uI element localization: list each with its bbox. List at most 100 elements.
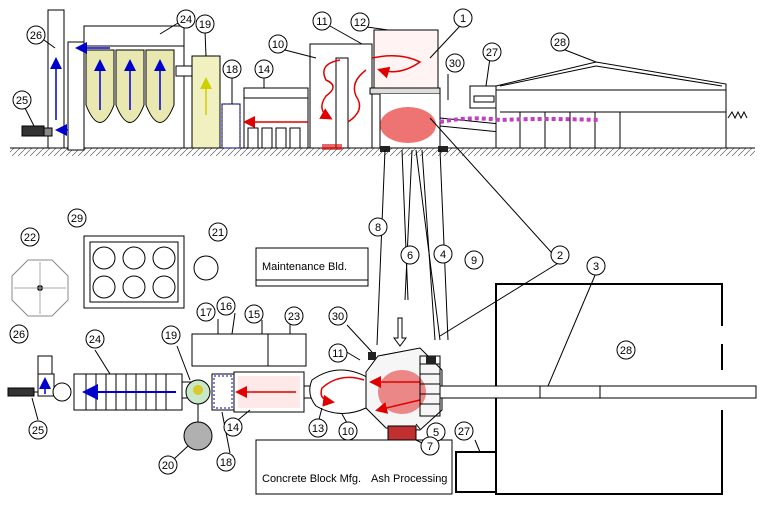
- callout-circle-24: [176, 9, 196, 29]
- callout-label-23: 23: [288, 311, 300, 323]
- primary-chamber-plan: [365, 317, 443, 449]
- fan-plan: [7, 387, 35, 397]
- callout-circle-28: [550, 32, 570, 52]
- tipping-building-plan: [495, 283, 723, 495]
- conveyor-plan: [439, 385, 757, 399]
- callout-circle-13: [308, 418, 328, 438]
- callout-label-24: 24: [180, 14, 192, 26]
- callout-circle-27: [454, 421, 474, 441]
- callout-label-25: 25: [16, 95, 28, 107]
- callout-label-6: 6: [407, 250, 413, 262]
- callout-circle-21: [208, 222, 228, 242]
- callout-label-11: 11: [316, 16, 327, 28]
- callout-label-9: 9: [471, 255, 477, 267]
- secondary-chamber-elevation: [309, 43, 373, 150]
- callout-circle-9: [464, 250, 484, 270]
- ash-label: Ash Processing: [371, 473, 447, 485]
- primary-chamber-elevation: [369, 29, 448, 152]
- callout-circle-8: [368, 217, 388, 237]
- callout-label-8: 8: [375, 222, 381, 234]
- callout-circle-19: [195, 14, 215, 34]
- baghouse-plan: [73, 373, 183, 411]
- callout-circle-10: [268, 34, 288, 54]
- callout-circle-11: [312, 11, 332, 31]
- callout-label-15: 15: [248, 309, 260, 321]
- elevation-view: [10, 9, 755, 346]
- ash-processing-building: [255, 439, 453, 495]
- callout-label-22: 22: [24, 232, 36, 244]
- receiving-office-plan: [455, 451, 497, 493]
- callout-label-18: 18: [220, 457, 232, 469]
- callout-label-17: 17: [200, 307, 212, 319]
- callout-circle-11: [328, 343, 348, 363]
- callout-circle-28: [616, 340, 636, 360]
- ash-tank: [183, 421, 213, 451]
- callout-circle-22: [20, 227, 40, 247]
- callout-label-27: 27: [458, 426, 470, 438]
- maintenance-label: Maintenance Bld.: [262, 261, 347, 273]
- callout-label-18: 18: [226, 64, 238, 76]
- callout-label-7: 7: [427, 441, 433, 453]
- callout-circle-26: [26, 25, 46, 45]
- callout-circle-15: [244, 304, 264, 324]
- callout-circle-24: [85, 329, 105, 349]
- callout-circle-14: [223, 417, 243, 437]
- callout-label-28: 28: [620, 345, 632, 357]
- callout-label-20: 20: [162, 460, 174, 472]
- callout-label-16: 16: [220, 301, 232, 313]
- callout-label-14: 14: [227, 422, 239, 434]
- callout-circle-18: [216, 452, 236, 472]
- callout-label-4: 4: [440, 249, 446, 261]
- callout-label-14: 14: [258, 64, 270, 76]
- equipment-row: [191, 333, 307, 367]
- concrete-label: Concrete Block Mfg.: [262, 473, 361, 485]
- callout-label-26: 26: [30, 30, 42, 42]
- callout-circle-14: [254, 59, 274, 79]
- callout-label-21: 21: [212, 227, 224, 239]
- callout-circle-30: [445, 53, 465, 73]
- callouts: 26 24 19 18 14 10 11 12 1 30 27 28 25 8 6 4 9 23 22 29 21 17 1…: [9, 8, 636, 475]
- callout-circle-17: [196, 302, 216, 322]
- id-fan: [21, 125, 45, 137]
- callout-label-10: 10: [342, 426, 354, 438]
- circle-tank: [193, 255, 219, 281]
- callout-circle-10: [338, 421, 358, 441]
- callout-label-28: 28: [554, 37, 566, 49]
- reheater-plan: [211, 373, 235, 411]
- callout-circle-23: [284, 306, 304, 326]
- callout-label-30: 30: [332, 311, 344, 323]
- callout-label-19: 19: [199, 19, 211, 31]
- six-tank-array: [83, 235, 185, 309]
- callout-circle-27: [482, 42, 502, 62]
- callout-circle-12: [350, 12, 370, 32]
- callout-circle-18: [222, 59, 242, 79]
- secondary-chamber-plan: [309, 369, 375, 414]
- reheater-elevation: [221, 103, 241, 149]
- heat-exchanger-elevation: [243, 87, 309, 149]
- heat-exchanger-plan: [233, 371, 317, 413]
- callout-label-12: 12: [354, 17, 366, 29]
- plan-view: [7, 235, 757, 495]
- callout-label-29: 29: [71, 213, 83, 225]
- callout-label-1: 1: [460, 13, 466, 25]
- callout-label-24: 24: [89, 334, 101, 346]
- callout-circle-6: [400, 245, 420, 265]
- callout-label-13: 13: [312, 423, 324, 435]
- callout-label-11: 11: [332, 348, 343, 360]
- callout-circle-4: [433, 244, 453, 264]
- callout-label-19: 19: [165, 330, 177, 342]
- octagon-tank: [11, 259, 69, 317]
- callout-circle-3: [586, 256, 606, 276]
- callout-label-30: 30: [449, 58, 461, 70]
- callout-label-26: 26: [13, 329, 25, 341]
- tipping-building-elevation: [439, 61, 727, 149]
- callout-label-3: 3: [593, 261, 599, 273]
- callout-label-27: 27: [486, 47, 498, 59]
- callout-label-25: 25: [32, 425, 44, 437]
- callout-circle-1: [453, 8, 473, 28]
- callout-circle-16: [216, 296, 236, 316]
- callout-label-10: 10: [272, 39, 284, 51]
- callout-circle-30: [328, 306, 348, 326]
